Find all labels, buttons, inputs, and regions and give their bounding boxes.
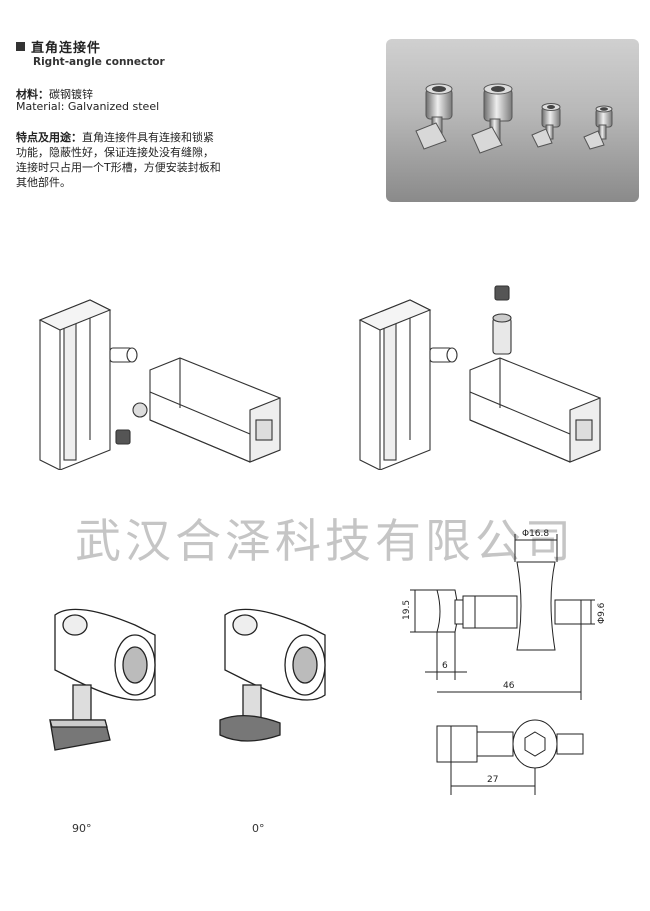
description-label: 特点及用途： [16, 131, 82, 144]
angle-label-90: 90° [72, 822, 92, 835]
assembly-diagram-left [38, 299, 281, 470]
dim-height: 19.5 [402, 600, 412, 620]
product-photo [386, 39, 639, 202]
connector-view-0 [219, 608, 326, 742]
description-text: 直角连接件具有连接和锁紧功能，隐蔽性好，保证连接处没有缝隙，连接时只占用一个T形… [16, 131, 221, 189]
material-value-cn: 碳钢镀锌 [49, 88, 93, 101]
title-row: 直角连接件 [16, 37, 101, 56]
title-en: Right-angle connector [33, 56, 165, 68]
assembly-diagram-right [358, 285, 601, 470]
dim-diameter-top: Φ16.8 [522, 529, 549, 539]
dim-width: 27 [487, 775, 498, 785]
connector-photo-illustration [415, 83, 613, 154]
dim-diameter-side: Φ9.6 [597, 602, 607, 624]
angle-label-0: 0° [252, 822, 265, 835]
title-cn: 直角连接件 [31, 41, 102, 56]
material-cn: 材料：碳钢镀锌 [16, 86, 93, 102]
dim-thickness: 6 [442, 661, 448, 671]
bullet-square-icon [16, 42, 25, 51]
company-watermark: 武汉合泽科技有限公司 [75, 514, 575, 568]
dim-length: 46 [503, 681, 515, 691]
connector-view-90 [49, 608, 156, 751]
description: 特点及用途：直角连接件具有连接和锁紧功能，隐蔽性好，保证连接处没有缝隙，连接时只… [16, 130, 221, 190]
material-label-cn: 材料： [16, 88, 49, 101]
technical-drawing: Φ16.8 19.5 Φ9.6 6 46 27 [402, 529, 607, 795]
material-en: Material: Galvanized steel [16, 100, 160, 113]
